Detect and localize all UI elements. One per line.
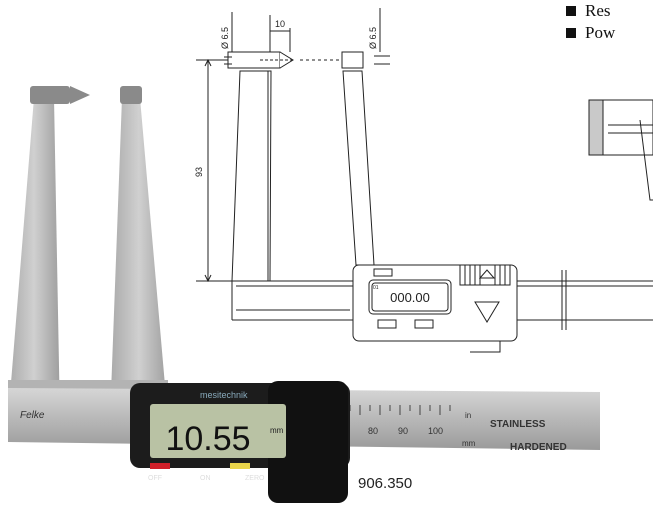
signature: Felke xyxy=(20,410,45,421)
scale-label: 80 xyxy=(368,426,378,436)
stamp-hardened: HARDENED xyxy=(510,442,567,453)
brand-logo: mesitechnik xyxy=(200,390,248,400)
off-button-label: OFF xyxy=(148,475,162,482)
dim-diameter-right: Ø 6.5 xyxy=(368,27,378,49)
dim-height: 93 xyxy=(194,167,204,177)
bullet-square-icon xyxy=(566,6,576,16)
dim-top: 10 xyxy=(275,19,285,29)
scale-label: 100 xyxy=(428,426,443,436)
bullet-list: Res Pow xyxy=(566,0,653,44)
scale-unit-mm: mm xyxy=(462,439,476,448)
article-number: 906.350 xyxy=(358,475,413,492)
drawing-display-value: 000.00 xyxy=(390,290,430,305)
bullet-item: Pow xyxy=(566,22,653,44)
scale-label: 90 xyxy=(398,426,408,436)
dim-diameter-left: Ø 6.5 xyxy=(220,27,230,49)
lcd-reading: 10.55 xyxy=(165,420,250,458)
stamp-stainless: STAINLESS xyxy=(490,419,546,430)
bullet-item: Res xyxy=(566,0,653,22)
drawing-display-small: 01 xyxy=(373,285,379,291)
zero-button-label: ZERO xyxy=(245,475,265,482)
bullet-square-icon xyxy=(566,28,576,38)
lcd-unit: mm xyxy=(270,426,284,435)
on-button-label: ON xyxy=(200,475,211,482)
scale-unit-in: in xyxy=(465,411,471,420)
